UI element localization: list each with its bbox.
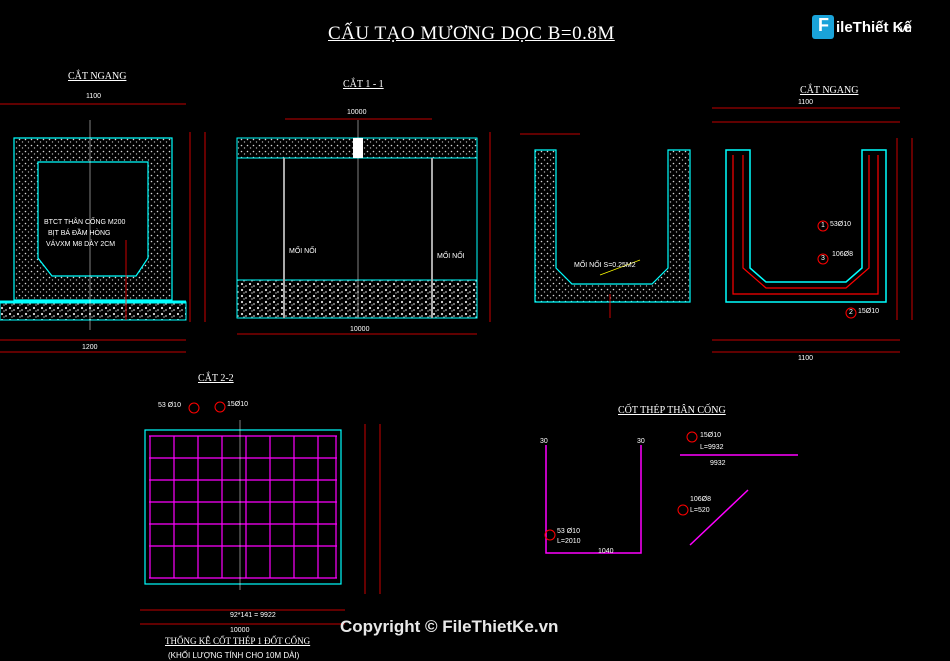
dim-10000-bottom: 10000: [350, 326, 370, 333]
rebar-label-b1-len: L=2010: [557, 538, 581, 545]
note-btct: BTCT THÂN CỐNG M200: [44, 219, 126, 226]
label-thong-ke: THỐNG KÊ CỐT THÉP 1 ĐỐT CỐNG: [165, 636, 311, 646]
dim-30-b: 30: [637, 438, 645, 445]
section-cot-thep: [545, 445, 798, 554]
dim-30-a: 30: [540, 438, 548, 445]
rebar-label-53d10: 53Ø10: [830, 221, 852, 228]
dim-1100-right: 1100: [798, 99, 814, 106]
page-title: CẤU TẠO MƯƠNG DỌC B=0.8M: [328, 23, 615, 44]
note-btct-2: BỊT BÁ ĐẦM HÒNG: [48, 230, 111, 237]
logo-name: ileThiết Kế: [836, 19, 912, 36]
dim-1100-top: 1100: [86, 93, 102, 100]
label-cot-thep: CỐT THÉP THÂN CỐNG: [618, 405, 726, 416]
rebar-label-b3-len: L=520: [690, 507, 710, 514]
marker-3: 3: [821, 255, 825, 262]
dim-1100-right-bottom: 1100: [798, 355, 814, 362]
rebar-label-b3: 106Ø8: [690, 496, 712, 503]
rebar-label-cat22-1: 53 Ø10: [158, 402, 181, 409]
section-cat-ngang-left: [0, 103, 206, 353]
label-cat-2-2: CẮT 2-2: [198, 373, 234, 384]
marker-circles: [188, 220, 857, 541]
section-cat-ngang-right: [712, 107, 913, 353]
dim-1200-bottom: 1200: [82, 344, 98, 351]
logo-letter: F: [818, 15, 829, 35]
section-cat-2-2: [140, 420, 381, 625]
logo-domain: .vn: [897, 23, 912, 35]
label-cat-ngang-right: CẮT NGANG: [800, 85, 859, 96]
label-thong-ke-sub: (KHỐI LƯỢNG TÍNH CHO 10M DÀI): [168, 651, 300, 660]
rebar-label-b1: 53 Ø10: [557, 528, 580, 535]
note-moi-noi-1: MỐI NỐI: [289, 248, 317, 255]
rebar-label-cat22-2: 15Ø10: [227, 401, 249, 408]
rebar-label-b2-len: L=9932: [700, 444, 724, 451]
rebar-label-15d10: 15Ø10: [858, 308, 880, 315]
dim-10000-cat22: 10000: [230, 627, 250, 634]
label-cat-1-1: CẮT 1 - 1: [343, 79, 384, 90]
note-moi-noi-3: MỐI NỐI S=0.25M2: [574, 262, 636, 269]
copyright-text: Copyright © FileThietKe.vn: [340, 617, 559, 636]
site-logo: F ileThiết Kế .vn: [806, 11, 924, 43]
label-cat-ngang-left: CẮT NGANG: [68, 71, 127, 82]
dim-10000: 10000: [347, 109, 367, 116]
note-moi-noi-2: MỐI NỐI: [437, 253, 465, 260]
marker-1: 1: [821, 222, 825, 229]
rebar-label-b2: 15Ø10: [700, 432, 722, 439]
rebar-label-b2-dim: 9932: [710, 460, 726, 467]
logo-icon: [812, 15, 834, 39]
note-btct-3: VÁVXM M8 DÀY 2CM: [46, 241, 116, 248]
rebar-label-106d8: 106Ø8: [832, 251, 854, 258]
section-u-channel: [520, 133, 691, 318]
rebar-label-b1-dim: 1040: [598, 548, 614, 555]
section-cat-1-1: [236, 118, 491, 335]
marker-2: 2: [849, 309, 853, 316]
dim-9922: 92*141 = 9922: [230, 612, 276, 619]
